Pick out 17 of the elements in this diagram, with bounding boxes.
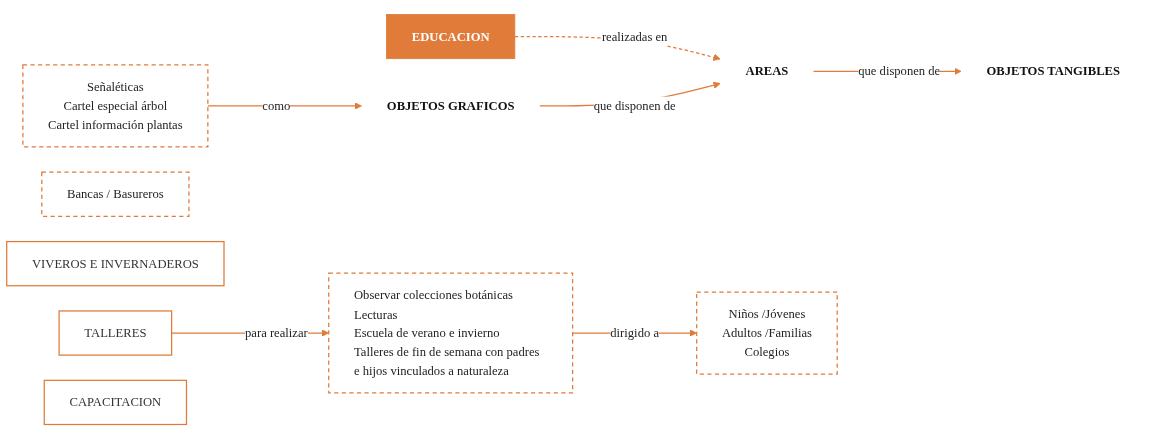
node-box: TALLERES [58, 310, 173, 356]
node-box: Bancas / Basureros [41, 171, 190, 217]
edge-label: que disponen de [858, 64, 941, 78]
node-text: OBJETOS GRAFICOS [386, 99, 515, 113]
node-box: Señaléticas Cartel especial árbol Cartel información plantas [22, 64, 209, 148]
node-box: VIVEROS E INVERNADEROS [6, 240, 225, 287]
edge-label: para realizar [245, 326, 308, 340]
node-box: Observar colecciones botánicas Lecturas Escuela de verano e invierno Talleres de fin de semana con padres e hijos vinculados a naturaleza [328, 272, 574, 394]
node-box: CAPACITACION [43, 379, 188, 426]
node-text: AREAS [745, 64, 789, 78]
edge-label: como [262, 99, 291, 113]
edge-label: dirigido a [610, 326, 659, 340]
edge-label: realizadas en [601, 29, 668, 44]
node-box: EDUCACION [386, 14, 516, 60]
edge-label: que disponen de [593, 99, 676, 113]
node-box: Niños /Jóvenes Adultos /Familias Colegios [696, 291, 838, 375]
node-text: OBJETOS TANGIBLES [986, 64, 1121, 78]
